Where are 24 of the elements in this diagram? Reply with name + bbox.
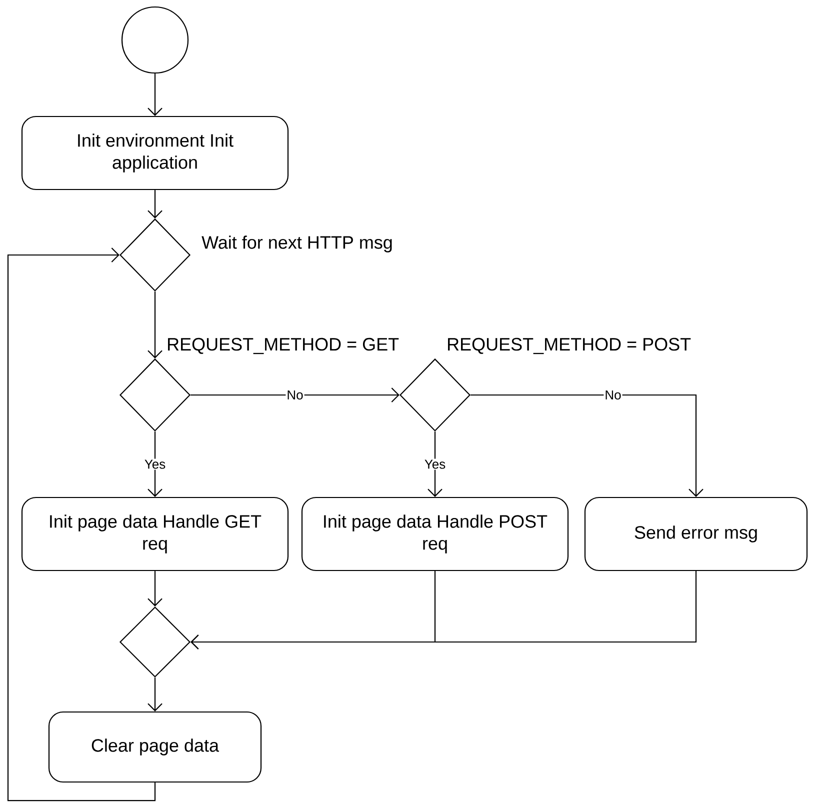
arrow xyxy=(148,74,162,116)
process-box: Clear page data xyxy=(48,711,262,783)
arrow xyxy=(148,432,162,497)
process-box: Init page data Handle POST req xyxy=(301,496,569,572)
start-circle xyxy=(121,6,189,74)
decision-label: REQUEST_METHOD = GET xyxy=(168,338,399,354)
edge-label: No xyxy=(606,390,621,400)
process-box: Init environment Init application xyxy=(21,116,289,190)
arrow xyxy=(190,571,697,650)
arrow xyxy=(148,571,162,606)
edge-label: Yes xyxy=(144,460,166,469)
decision-label: REQUEST_METHOD = POST xyxy=(448,338,691,354)
arrow xyxy=(190,388,400,402)
arrow xyxy=(428,432,442,497)
arrow xyxy=(470,394,704,497)
arrow xyxy=(148,292,162,358)
decision-label: Wait for next HTTP msg xyxy=(202,236,392,252)
arrow xyxy=(148,190,162,218)
arrow xyxy=(148,678,162,712)
arrow xyxy=(7,248,156,802)
edge-label: Yes xyxy=(424,460,446,469)
edge-label: No xyxy=(288,390,303,400)
process-box: Send error msg xyxy=(584,496,808,572)
process-box: Init page data Handle GET req xyxy=(21,496,289,572)
